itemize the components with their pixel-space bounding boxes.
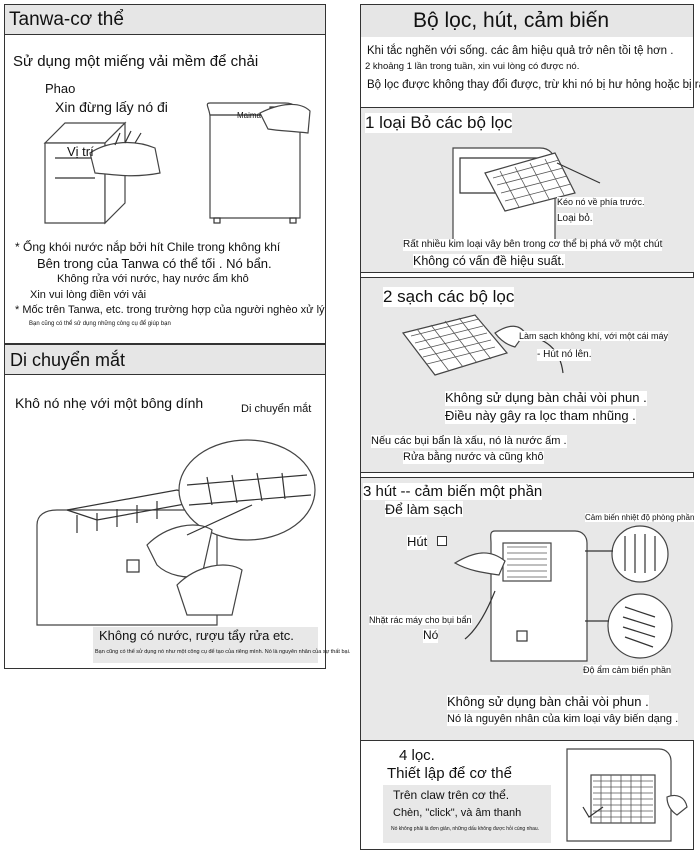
step2-label-clean: Làm sạch không khí, với một cái máy — [519, 331, 668, 342]
step4-line1: Trên claw trên cơ thể. — [393, 788, 510, 802]
intro-line1: Khi tắc nghẽn với sống. các âm hiệu quả … — [367, 45, 674, 57]
care-note1d: Xin vui lòng điền với vải — [30, 289, 147, 301]
step3-label-sensor-room: Cảm biến nhiệt độ phòng phần — [585, 513, 695, 523]
filter-panel: Bộ lọc, hút, cảm biến Khi tắc nghẽn với … — [360, 4, 700, 850]
step3-label-it: Nó — [423, 628, 439, 643]
step3-warn2: Nó là nguyên nhân của kim loại vây biến … — [447, 713, 679, 726]
label-mama: Maima — [237, 111, 262, 120]
care-title: Tanwa-cơ thể — [9, 9, 124, 30]
move-header: Di chuyển mắt — [5, 345, 325, 375]
step3-label-vacuum: Nhặt rác máy cho bụi bẩn — [369, 615, 472, 626]
step4-box — [383, 785, 551, 843]
step2-label-suck: - Hút nó lên. — [537, 349, 592, 361]
step2-note2: Rửa bằng nước và cũng khô — [403, 451, 544, 464]
label-position: Vị trí — [67, 144, 94, 159]
step1-note2: Không có vấn đề hiệu suất. — [413, 254, 565, 269]
intro-line2: 2 khoảng 1 lần trong tuần, xin vui lòng … — [365, 61, 580, 72]
step4-line3: Nó không phải là đơn giản, những dấu khô… — [391, 826, 540, 832]
step1-label-remove: Loại bỏ. — [557, 213, 593, 225]
care-instruction: Sử dụng một miếng vải mềm để chải — [13, 53, 259, 70]
step3-label-humidity: Độ ẩm cảm biến phần — [583, 665, 672, 676]
move-warning-box — [93, 627, 318, 663]
checkbox-icon — [437, 536, 447, 546]
step1-note1: Rất nhiều kim loại vây bên trong cơ thể … — [403, 239, 663, 251]
label-eye: Di chuyển mắt — [241, 403, 312, 415]
step1-illustration — [452, 147, 601, 244]
tank-illustration — [43, 121, 161, 225]
step1-label-pull: Kéo nó về phía trước. — [557, 197, 645, 208]
step3-label-suction: Hút — [407, 534, 428, 550]
louver-illustration — [36, 439, 316, 626]
move-panel: Di chuyển mắt Khô nó nhẹ với một bông dí… — [4, 344, 350, 669]
step3-illustration — [453, 525, 673, 662]
step2-illustration — [401, 314, 564, 376]
move-warning1: Không có nước, rượu tẩy rửa etc. — [99, 628, 294, 643]
care-note1b: Bên trong của Tanwa có thể tối . Nó bẩn. — [37, 256, 272, 271]
step3-title: 3 hút -- cảm biến một phần — [363, 483, 543, 501]
care-note2b: Bạn cũng có thể sử dụng những công cụ để… — [29, 321, 171, 327]
step2-title: 2 sạch các bộ lọc — [383, 287, 515, 307]
step4-illustration — [566, 748, 688, 842]
move-instruction: Khô nó nhẹ với một bông dính — [15, 395, 204, 411]
label-dont-remove: Xin đừng lấy nó đi — [55, 99, 168, 115]
care-panel: Tanwa-cơ thể Sử dụng một miếng vải mềm đ… — [4, 4, 326, 344]
label-float: Phao — [45, 81, 76, 96]
filter-title: Bộ lọc, hút, cảm biến — [413, 9, 610, 32]
move-title: Di chuyển mắt — [10, 350, 126, 370]
intro-line3: Bộ lọc được không thay đổi được, trừ khi… — [367, 79, 700, 91]
step2-warn1: Không sử dụng bàn chải vòi phun . — [445, 390, 647, 406]
step3-warn1: Không sử dụng bàn chải vòi phun . — [447, 694, 649, 710]
move-warning2: Bạn cũng có thể sử dụng nó như một công … — [95, 649, 351, 655]
step4-title: 4 lọc. — [399, 747, 435, 764]
step2-warn2: Điều này gây ra lọc tham nhũng . — [445, 408, 636, 424]
step1-title: 1 loại Bỏ các bộ lọc — [365, 113, 513, 133]
care-header: Tanwa-cơ thể — [5, 5, 325, 35]
filter-header: Bộ lọc, hút, cảm biến — [361, 5, 693, 37]
care-note1: * Ống khói nước nắp bởi hít Chile trong … — [15, 240, 281, 254]
care-note1c: Không rửa với nước, hay nước ẩm khô — [57, 273, 249, 285]
step2-note1: Nếu các bụi bẩn là xấu, nó là nước ấm . — [371, 435, 567, 448]
step3-subtitle: Để làm sạch — [385, 501, 463, 518]
step4-line2: Chèn, "click", và âm thanh — [393, 807, 522, 819]
care-note2: * Mốc trên Tanwa, etc. trong trường hợp … — [15, 304, 325, 316]
step4-subtitle: Thiết lập để cơ thể — [387, 765, 512, 782]
unit-illustration — [206, 102, 311, 224]
